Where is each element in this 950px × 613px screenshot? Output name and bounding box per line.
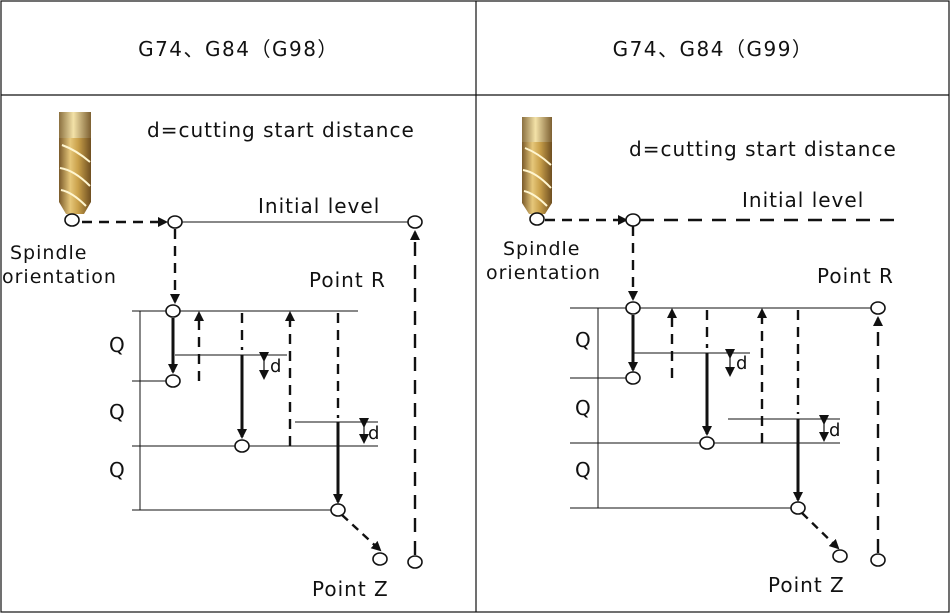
d-definition-right: d=cutting start distance [629,137,897,161]
end-mill-tool-icon [59,112,91,214]
d-label-2-right: d [829,420,842,441]
spindle-label-left: Spindle [10,242,88,264]
point-z-label-left: Point Z [312,577,389,601]
spindle-label-right: Spindle [503,238,581,260]
orientation-label-right: orientation [486,262,601,284]
point-r-label-right: Point R [817,264,894,288]
header-g99: G74、G84（G99） [612,37,814,61]
d-label-2-left: d [368,423,381,444]
position-markers [64,213,423,569]
orientation-label-left: orientation [2,266,117,288]
d-definition-left: d=cutting start distance [147,118,415,142]
right-panel-graphics [522,117,900,567]
initial-level-label-right: Initial level [742,188,865,212]
header-g98: G74、G84（G98） [138,37,339,61]
q-label-3-left: Q [109,458,126,482]
point-r-label-left: Point R [309,268,386,292]
d-label-1-right: d [736,353,749,374]
q-label-3-right: Q [575,458,592,482]
d-label-1-left: d [270,356,283,377]
point-z-label-right: Point Z [768,573,845,597]
end-mill-tool-icon-right [522,117,552,214]
q-label-2-right: Q [575,396,592,420]
left-panel-graphics [59,112,423,569]
q-label-1-left: Q [109,333,126,357]
q-label-2-left: Q [109,400,126,424]
q-label-1-right: Q [575,328,592,352]
initial-level-label-left: Initial level [258,194,381,218]
position-markers-right [529,212,886,567]
